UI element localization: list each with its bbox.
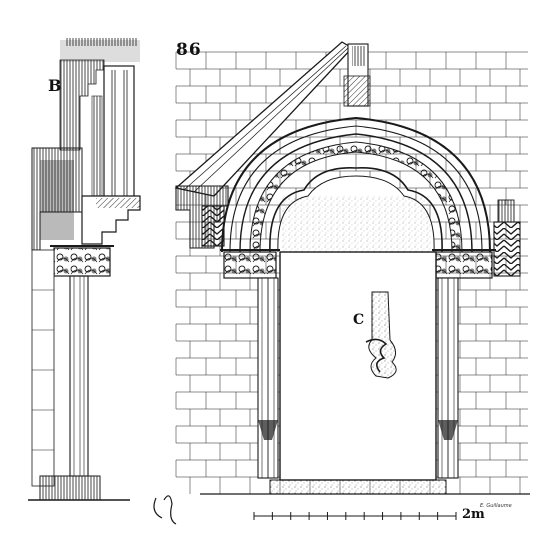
threshold — [269, 479, 447, 495]
artist-mark — [153, 495, 177, 525]
detail-c-profile — [368, 291, 397, 379]
left-chevron-block — [201, 205, 225, 247]
wall-face-b — [31, 249, 55, 487]
section-label-b: B — [48, 76, 62, 95]
outer-arch — [221, 116, 491, 253]
capital-left — [223, 251, 277, 279]
right-chevron-block — [493, 221, 521, 277]
section-b-profile — [28, 38, 141, 501]
base-b — [39, 475, 101, 501]
upper-wall-hatch — [66, 38, 138, 46]
scale-bar — [253, 512, 457, 520]
detail-label-c: C — [353, 312, 365, 328]
door-opening — [279, 251, 437, 481]
wall-shadow — [40, 160, 74, 240]
mullion-2 — [122, 70, 128, 196]
mullion-3 — [91, 95, 103, 207]
figure-number: 86 — [176, 40, 202, 60]
tracery-frame — [103, 65, 135, 201]
mullion-1 — [110, 70, 116, 196]
capital-right — [435, 251, 493, 279]
engraver-signature: E. Guillaume — [480, 503, 512, 509]
scale-label: 2m — [462, 507, 485, 522]
main-elevation — [174, 41, 530, 495]
capital-b — [53, 247, 111, 277]
shaft-b — [69, 275, 89, 477]
right-block-top — [497, 199, 515, 223]
corbel-hatch — [96, 198, 140, 208]
